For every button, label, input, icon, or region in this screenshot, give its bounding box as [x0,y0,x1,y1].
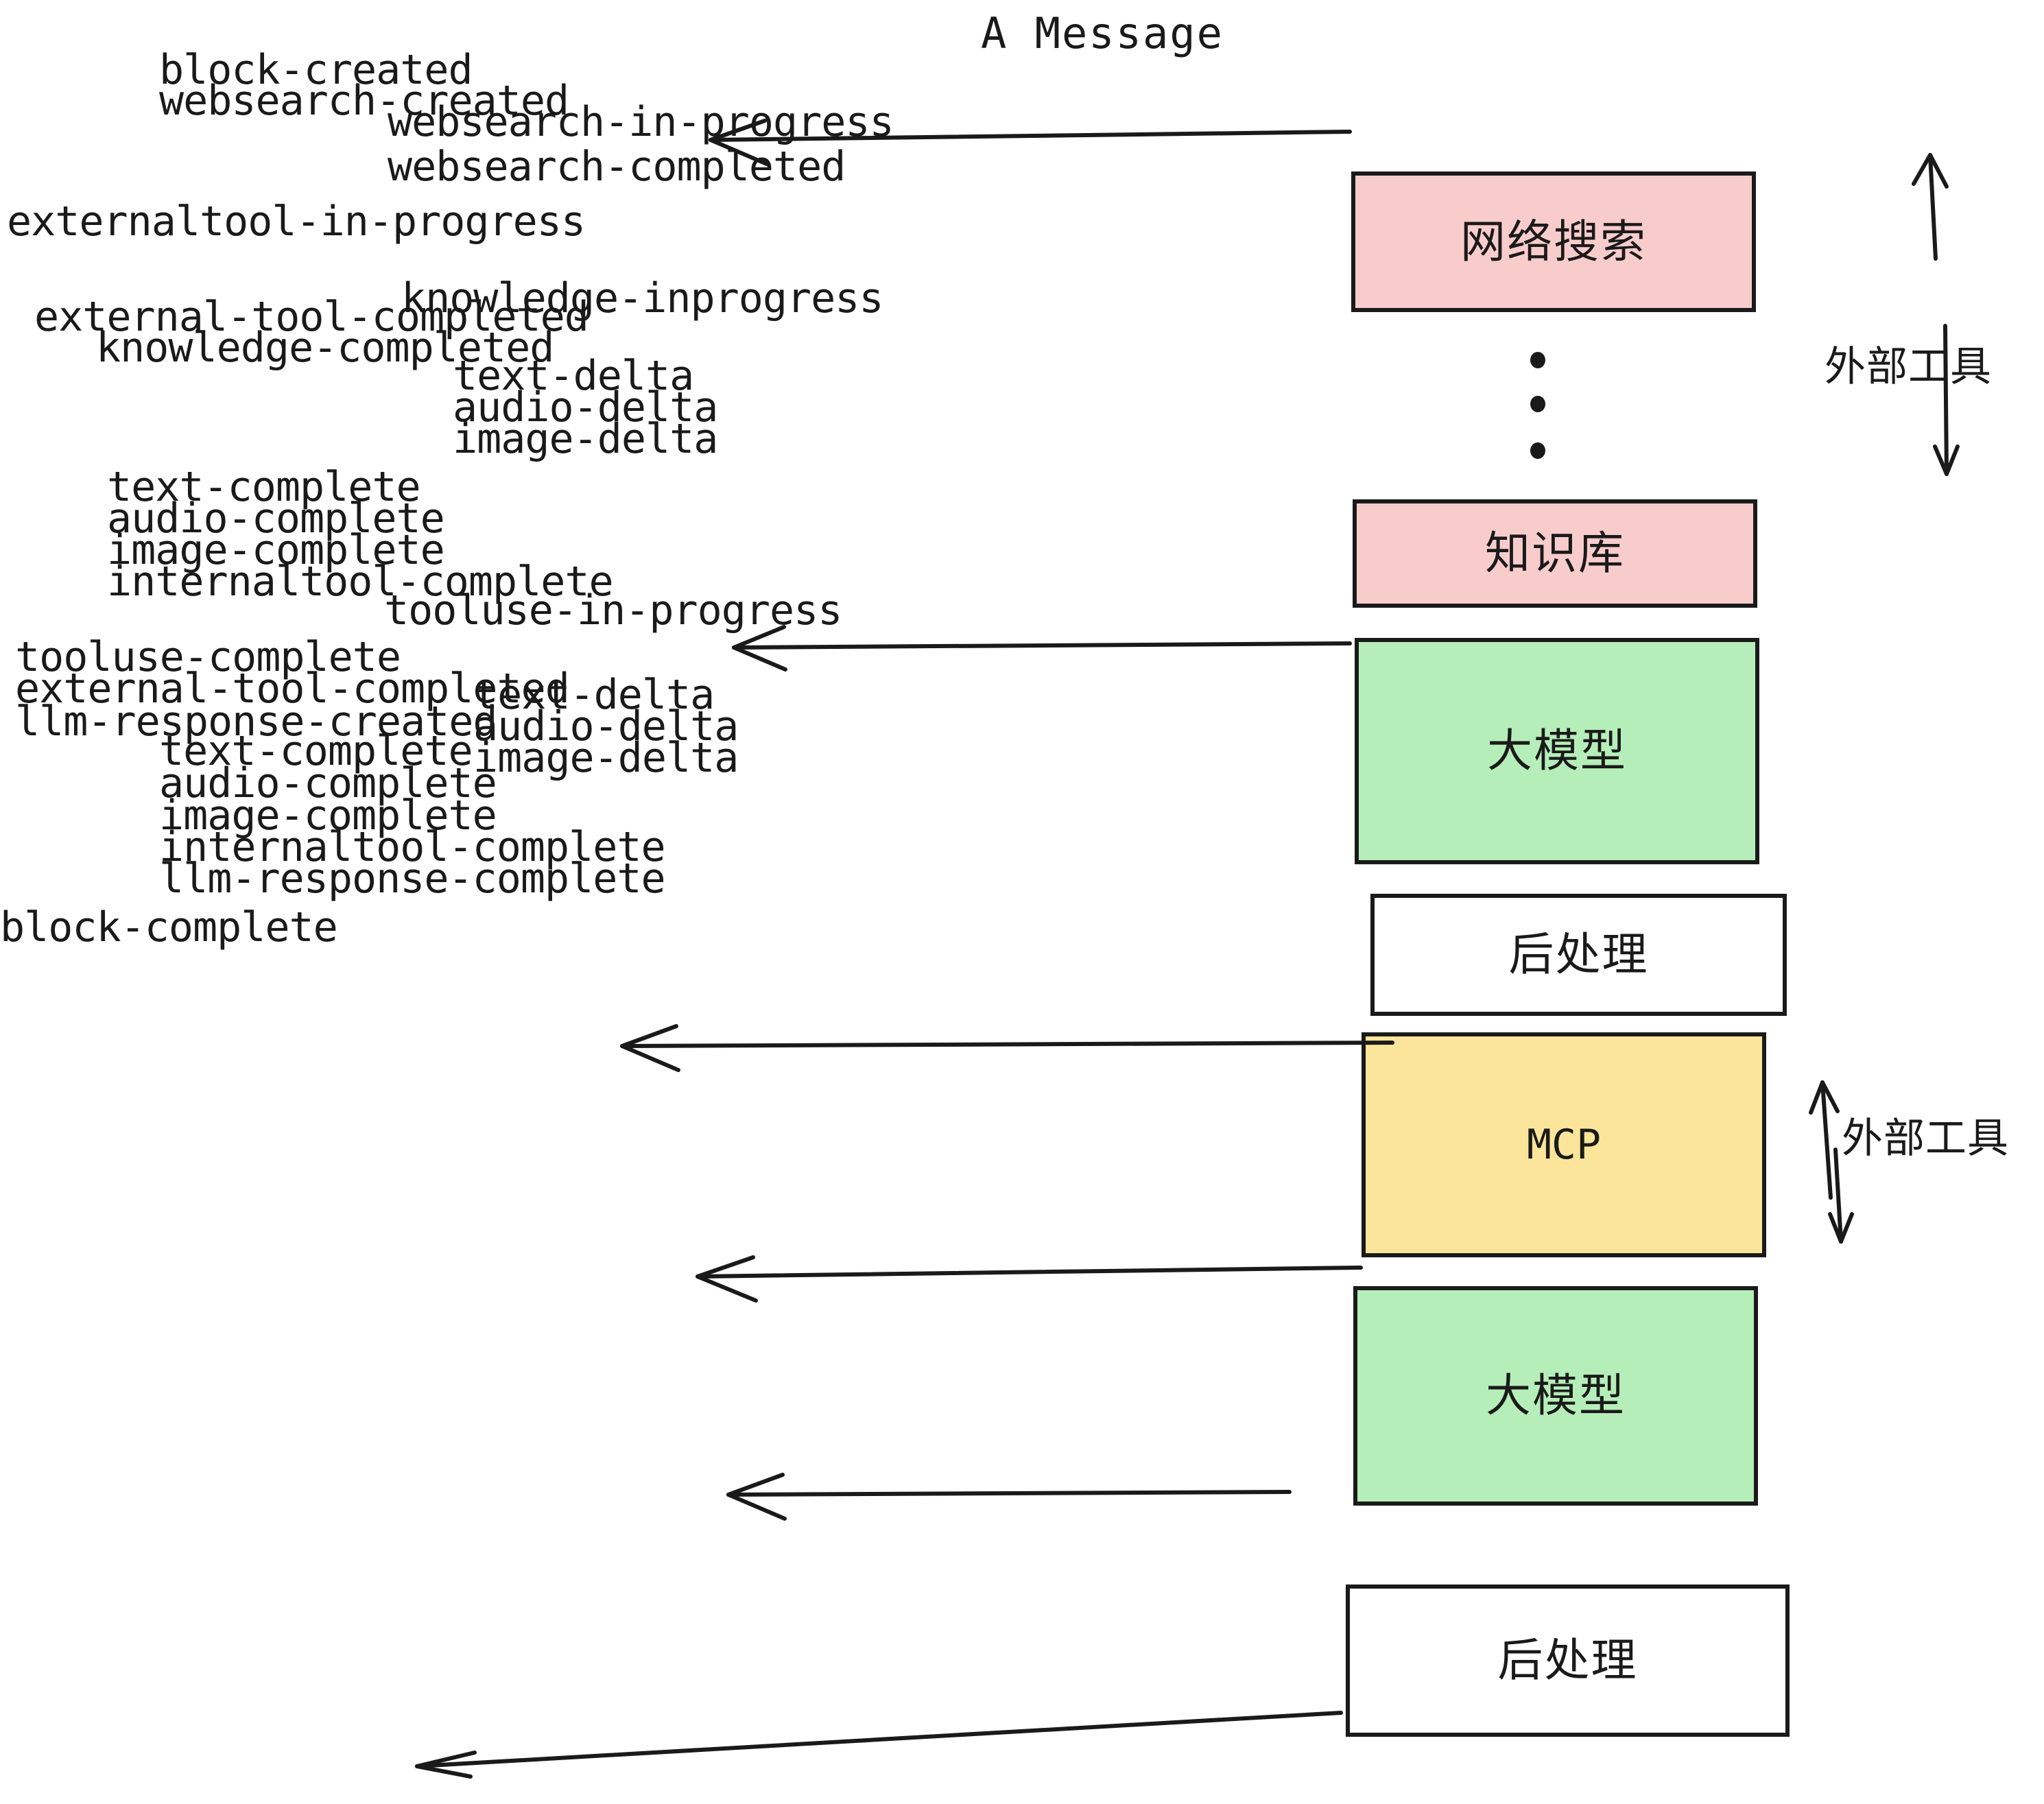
group-label-external-tool: 外部工具 [1842,1115,2009,1163]
event-label: text-delta [473,671,715,719]
event-label: websearch-created [159,77,569,125]
event-label: audio-complete [159,759,497,807]
event-label: websearch-completed [388,143,846,191]
arrow-llm2-to-audio-complete [726,1473,1292,1521]
event-label: external-tool-completed [34,293,589,341]
event-label: external-tool-completed [15,665,570,713]
event-label: text-complete [107,463,421,511]
event-label: block-created [159,46,473,94]
node-label: 网络搜索 [1460,215,1647,268]
ellipsis-dot-icon [1530,442,1545,459]
node-box: 大模型 [1355,638,1759,864]
event-label: image-complete [107,526,445,574]
group-label-external-tool: 外部工具 [1825,343,1992,391]
node-label: 大模型 [1486,1369,1626,1422]
arrow-postprocess-to-block-complete [415,1711,1343,1779]
node-box: 大模型 [1353,1286,1758,1506]
arrow-llm-to-image-complete [620,1024,1394,1072]
node-box: MCP [1362,1032,1766,1257]
event-label: llm-response-complete [159,855,666,903]
ellipsis-dot-icon [1530,396,1545,412]
event-label: image-complete [159,792,497,840]
node-box: 后处理 [1346,1585,1790,1737]
event-label: audio-delta [473,702,739,750]
node-label: 大模型 [1487,724,1627,777]
event-label: websearch-in-progress [388,98,894,146]
node-label: 后处理 [1508,928,1649,981]
ellipsis-dot-icon [1530,352,1545,368]
event-label: audio-complete [107,495,445,543]
event-label: image-delta [453,415,718,463]
event-label: audio-delta [453,383,718,431]
event-label: externaltool-in-progress [7,198,586,246]
event-label: knowledge-completed [96,324,554,372]
event-label: llm-response-created [15,698,497,746]
page-title: A Message [981,8,1224,58]
node-label: 知识库 [1485,527,1625,580]
node-box: 知识库 [1353,499,1757,608]
event-label: block-complete [0,903,338,951]
node-label: MCP [1526,1121,1602,1169]
node-box: 网络搜索 [1351,171,1756,312]
node-label: 后处理 [1497,1634,1638,1687]
event-label: image-delta [473,734,739,782]
event-label: knowledge-inprogress [401,274,883,322]
event-label: internaltool-complete [159,823,666,871]
arrow-mcp-to-tooluse-complete [696,1255,1363,1303]
event-label: internaltool-complete [107,558,614,606]
event-label: text-complete [159,727,473,775]
arrow-external-tool-top [1912,153,1960,476]
event-label: text-delta [453,352,694,400]
event-label: tooluse-in-progress [384,586,842,634]
node-box: 后处理 [1370,894,1787,1016]
event-label: tooluse-complete [15,633,401,681]
